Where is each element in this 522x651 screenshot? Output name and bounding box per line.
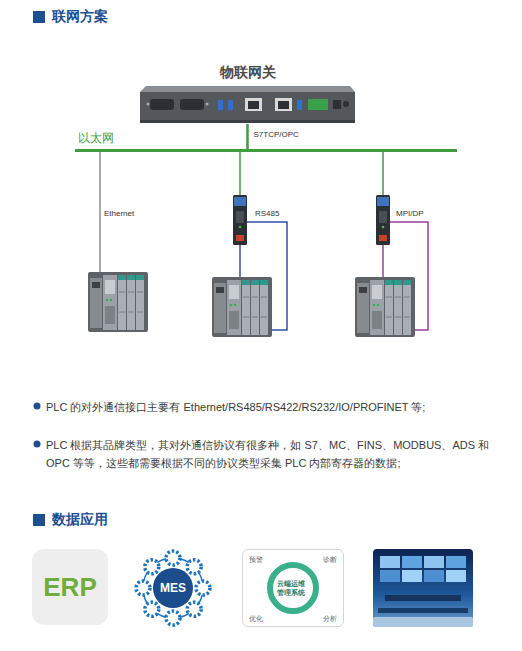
ethernet-bus: 以太网 (75, 149, 457, 152)
node-text: 以太网 (78, 130, 114, 147)
node-text: 分析 (323, 614, 337, 624)
node-text: 预警 (249, 555, 263, 565)
bullet-note: PLC 的对外通信接口主要有 Ethernet/RS485/RS422/RS23… (46, 398, 514, 416)
node-text: 物联网关 (140, 64, 355, 82)
node-text: 优化 (249, 614, 263, 624)
node-text: 云端运维管理系统 (277, 579, 305, 597)
link-label: Ethernet (104, 209, 134, 218)
section-title: 数据应用 (52, 511, 108, 529)
node-text: MES (153, 581, 193, 595)
cloud-system-card: 预警 诊断优化 分析 云端运维管理系统 (242, 549, 344, 627)
mpi-dp-converter: MPI/DP (376, 195, 390, 245)
network-link (382, 152, 384, 195)
mes-hub: MES (153, 568, 193, 608)
node-text: ERP (32, 572, 108, 603)
node-text: 诊断 (323, 555, 337, 565)
network-link (239, 152, 241, 195)
network-link (246, 124, 249, 149)
bullet-note: PLC 根据其品牌类型，其对外通信协议有很多种，如 S7、MC、FINS、MOD… (46, 436, 514, 472)
section-title: 联网方案 (52, 8, 108, 26)
node-text: MPI/DP (396, 209, 424, 218)
node-text: RS485 (255, 209, 279, 218)
gateway-device: 物联网关 (140, 64, 355, 124)
erp-icon: ERP (32, 549, 108, 625)
rs485-converter: RS485 (233, 195, 247, 245)
system-ring: 云端运维管理系统 (267, 562, 319, 614)
connector-label: S7TCP/OPC (254, 130, 299, 139)
